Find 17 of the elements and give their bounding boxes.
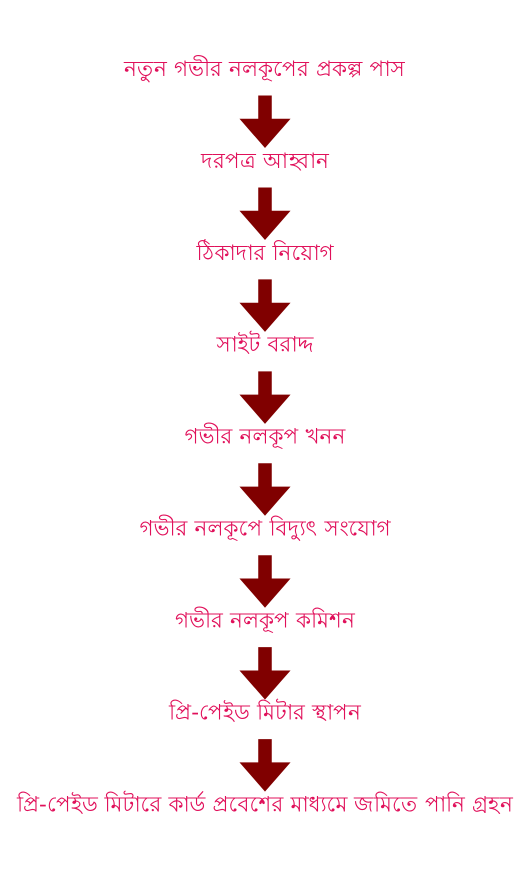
node-text: গভীর নলকূপ কমিশন <box>175 608 355 634</box>
arrow <box>239 95 291 148</box>
node-text: নতুন গভীর নলকূপের প্রকল্প পাস <box>124 56 406 82</box>
node-text: প্রি-পেইড মিটারে কার্ড প্রবেশের মাধ্যমে জমিতে পানি গ্রহন <box>17 792 513 817</box>
node-text: সাইট বরাদ্দ <box>216 332 314 358</box>
arrow <box>239 738 291 792</box>
arrow <box>239 186 291 240</box>
node-text: প্রি-পেইড মিটার স্থাপন <box>169 700 361 725</box>
arrow <box>239 554 291 608</box>
arrow <box>239 462 291 516</box>
node-text: গভীর নলকূপে বিদ্যুৎ সংযোগ <box>140 516 390 542</box>
node-text: দরপত্র আহ্বান <box>201 148 329 174</box>
node-text: গভীর নলকূপ খনন <box>184 424 346 450</box>
node-text: ঠিকাদার নিয়োগ <box>196 240 334 266</box>
arrow <box>239 370 291 424</box>
arrow <box>239 278 291 332</box>
arrow <box>239 646 291 700</box>
